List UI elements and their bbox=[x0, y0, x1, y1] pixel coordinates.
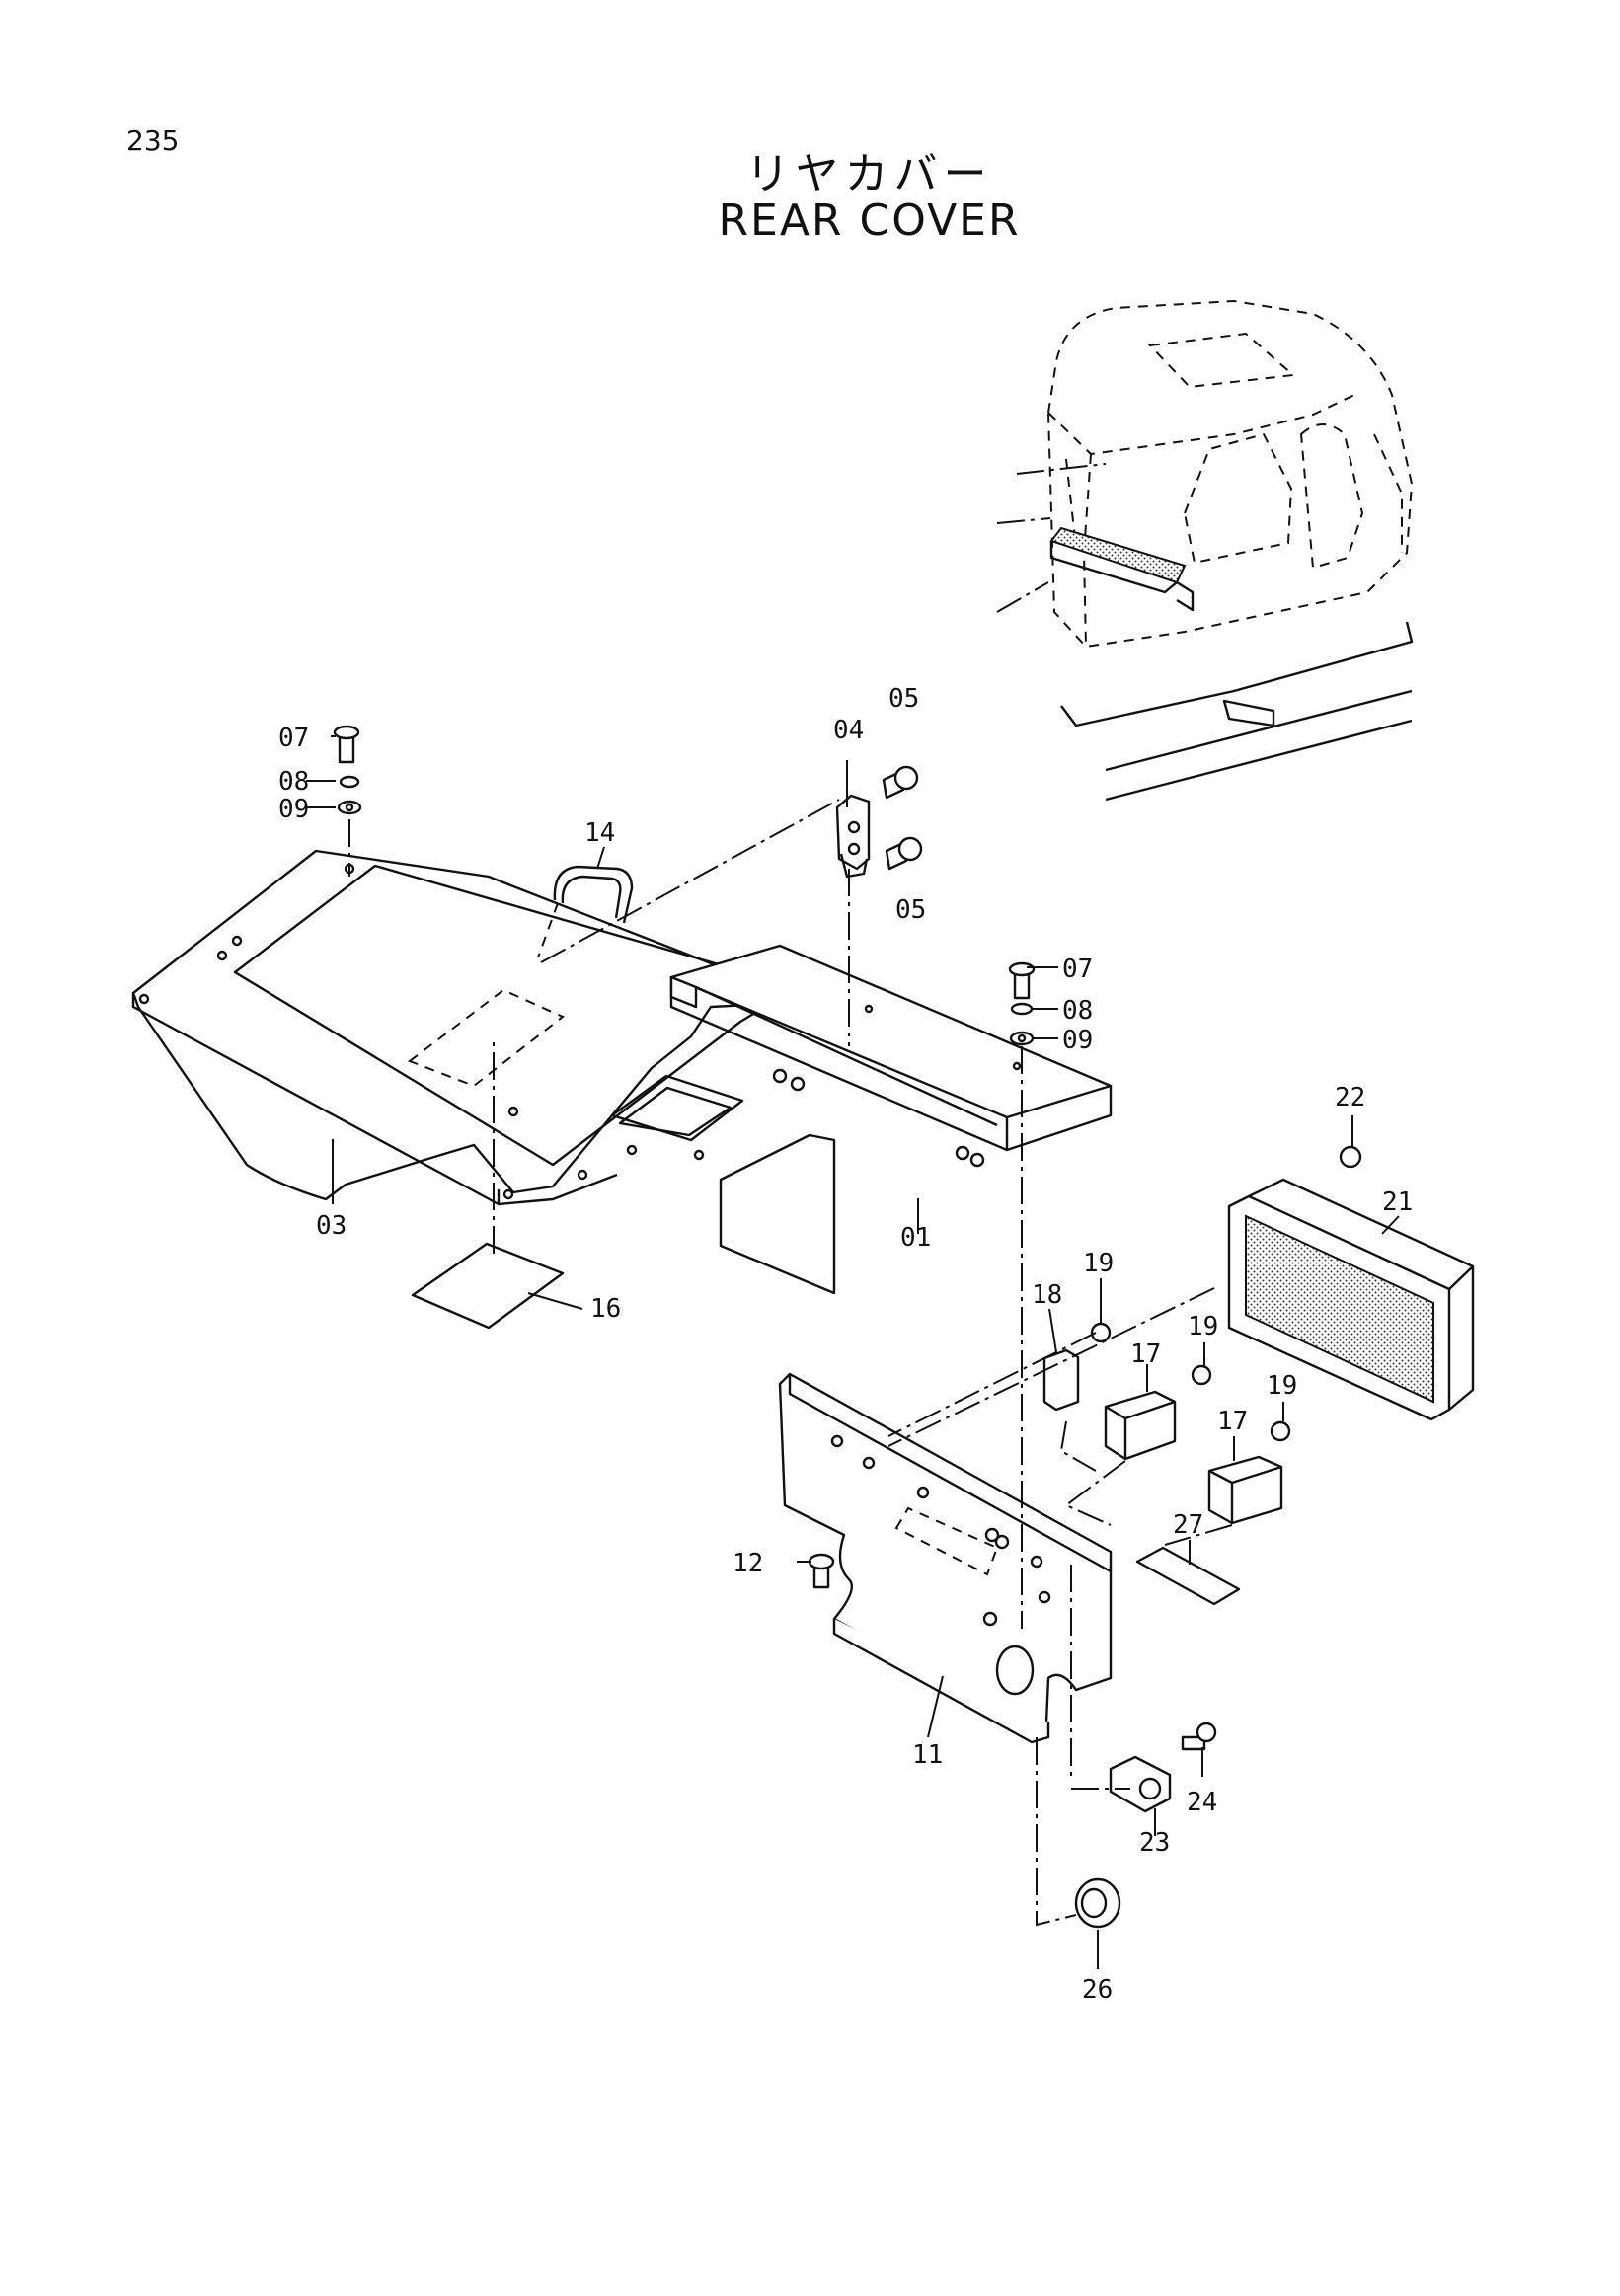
callout-11: 11 bbox=[912, 1740, 943, 1770]
callout-08-left: 08 bbox=[278, 767, 309, 797]
part-23-clamp bbox=[1109, 1755, 1172, 1813]
callout-01: 01 bbox=[900, 1223, 931, 1253]
callout-17-lower: 17 bbox=[1217, 1407, 1248, 1436]
callout-19-a: 19 bbox=[1083, 1249, 1114, 1278]
part-19-screw-a bbox=[1090, 1322, 1112, 1343]
callout-09-left: 09 bbox=[278, 795, 309, 824]
part-14-handle bbox=[537, 865, 634, 958]
callout-07-left: 07 bbox=[278, 724, 309, 753]
cab-illustration bbox=[996, 299, 1414, 802]
callout-24: 24 bbox=[1187, 1788, 1217, 1817]
parts-07-08-09-left-fasteners bbox=[333, 725, 362, 815]
callout-09-right: 09 bbox=[1062, 1026, 1093, 1055]
callout-17-upper: 17 bbox=[1130, 1339, 1161, 1369]
callout-03: 03 bbox=[316, 1211, 347, 1241]
callout-21: 21 bbox=[1382, 1187, 1413, 1217]
callout-05-upper: 05 bbox=[888, 684, 919, 714]
part-19-screw-c bbox=[1270, 1420, 1291, 1442]
part-04-latch bbox=[835, 794, 871, 879]
part-12-bolt bbox=[808, 1553, 835, 1589]
callout-19-c: 19 bbox=[1267, 1371, 1297, 1401]
page-title-english: REAR COVER bbox=[718, 195, 1021, 246]
assembly-centerlines bbox=[348, 799, 1233, 1927]
callout-04: 04 bbox=[833, 716, 864, 745]
part-17-relay-lower bbox=[1207, 1455, 1283, 1525]
part-22-screw bbox=[1339, 1145, 1362, 1169]
part-17-relay-upper bbox=[1104, 1390, 1177, 1461]
part-18-connector bbox=[1042, 1348, 1080, 1412]
part-01-angle-plate bbox=[669, 944, 1113, 1168]
part-21-filter-box bbox=[1227, 1178, 1475, 1421]
leader-lines bbox=[306, 735, 1400, 1969]
part-24-bolt bbox=[1181, 1722, 1217, 1751]
callout-12: 12 bbox=[733, 1549, 763, 1578]
page-title-japanese: リヤカバー bbox=[745, 149, 993, 199]
callout-16: 16 bbox=[590, 1294, 621, 1324]
page-number: 235 bbox=[126, 124, 180, 157]
callout-07-right: 07 bbox=[1062, 955, 1093, 984]
callout-26: 26 bbox=[1082, 1975, 1113, 2005]
callout-18: 18 bbox=[1032, 1280, 1062, 1310]
part-19-screw-b bbox=[1191, 1364, 1212, 1386]
parts-07-08-09-right-fasteners bbox=[1008, 961, 1036, 1046]
part-16-sheet bbox=[411, 1242, 565, 1330]
callout-14: 14 bbox=[584, 818, 615, 848]
part-26-grommet bbox=[1074, 1877, 1121, 1929]
callout-22: 22 bbox=[1335, 1083, 1365, 1112]
part-05-bolt-upper bbox=[882, 765, 919, 800]
callout-27: 27 bbox=[1173, 1510, 1203, 1540]
callout-05-lower: 05 bbox=[895, 895, 926, 925]
callout-08-right: 08 bbox=[1062, 996, 1093, 1026]
callout-19-b: 19 bbox=[1188, 1312, 1218, 1341]
part-27-sheet bbox=[1135, 1546, 1241, 1606]
part-03-top-plate bbox=[131, 849, 836, 1295]
part-05-bolt-lower bbox=[885, 836, 923, 871]
callout-23: 23 bbox=[1139, 1828, 1170, 1858]
callout-labels: 07 08 09 14 04 05 05 07 08 09 03 01 16 2… bbox=[278, 684, 1413, 2005]
